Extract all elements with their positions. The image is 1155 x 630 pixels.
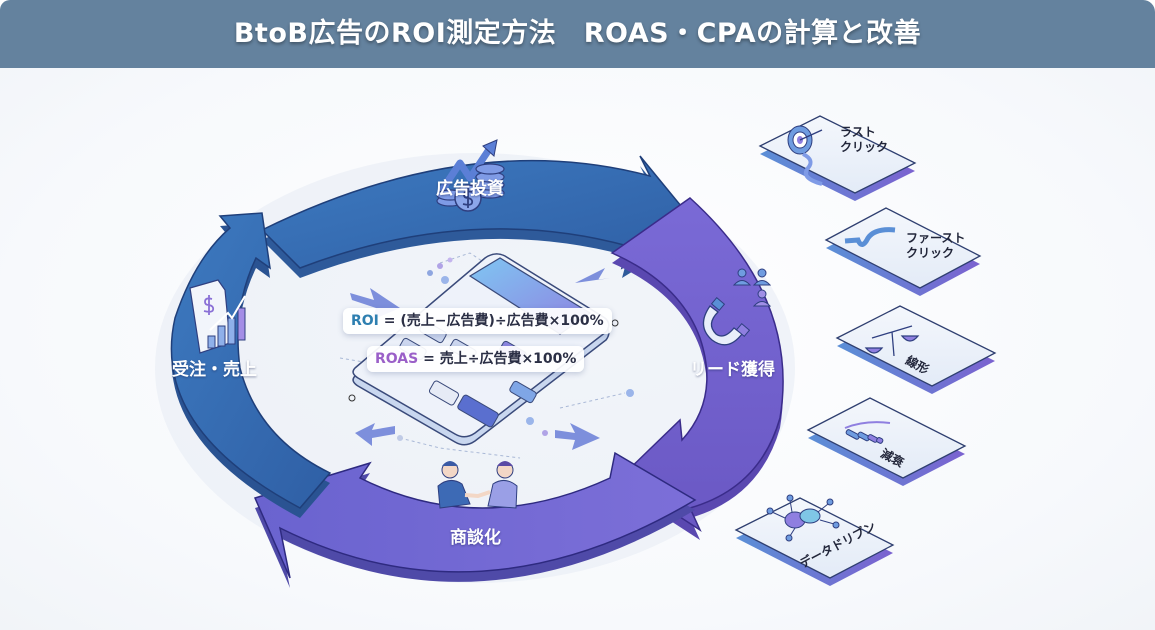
stage-label-investment: 広告投資: [436, 179, 504, 199]
dot-decor: [348, 257, 634, 441]
tile-first-click: [824, 207, 982, 296]
handshake-icon: [437, 461, 518, 509]
tile-label-last-click: ラスト クリック: [840, 125, 889, 154]
stage-label-sales: 受注・売上: [172, 360, 257, 380]
decay-bars-icon: [844, 421, 891, 444]
tile-data-driven: [734, 494, 895, 586]
balance-scale-icon: [864, 325, 920, 357]
tile-label-first-click: ファースト クリック: [906, 231, 966, 260]
roi-expression: = (売上−広告費)÷広告費×100%: [378, 313, 604, 329]
curved-arrow-icon: [844, 227, 896, 247]
diagram-area: 広告投資 リード獲得 商談化 受注・売上 ROI = (売上−広告費)÷広告費×…: [0, 68, 1155, 630]
stage-label-lead: リード獲得: [690, 360, 775, 380]
title-banner: BtoB広告のROI測定方法 ROAS・CPAの計算と改善: [0, 0, 1155, 68]
brain-network-icon: [766, 494, 840, 542]
page-title: BtoB広告のROI測定方法 ROAS・CPAの計算と改善: [233, 18, 922, 49]
cycle-diagram: [155, 115, 997, 588]
arc-investment: [260, 155, 697, 278]
stage-label-negotiation: 商談化: [450, 528, 501, 548]
tile-linear: [835, 305, 997, 394]
attribution-tiles: [734, 115, 997, 586]
roas-key: ROAS: [375, 351, 419, 367]
coins-growth-icon: [436, 139, 505, 212]
tile-last-click: [758, 115, 917, 201]
arc-negotiation: [253, 451, 697, 588]
roas-expression: = 売上÷広告費×100%: [418, 351, 577, 367]
roi-key: ROI: [351, 313, 379, 329]
magnet-people-icon: [702, 268, 772, 346]
target-arrow-icon: [787, 125, 823, 186]
invoice-chart-icon: [189, 279, 246, 354]
tile-decay: [806, 397, 967, 486]
roi-formula: ROI = (売上−広告費)÷広告費×100%: [343, 308, 612, 334]
roas-formula: ROAS = 売上÷広告費×100%: [367, 346, 585, 372]
